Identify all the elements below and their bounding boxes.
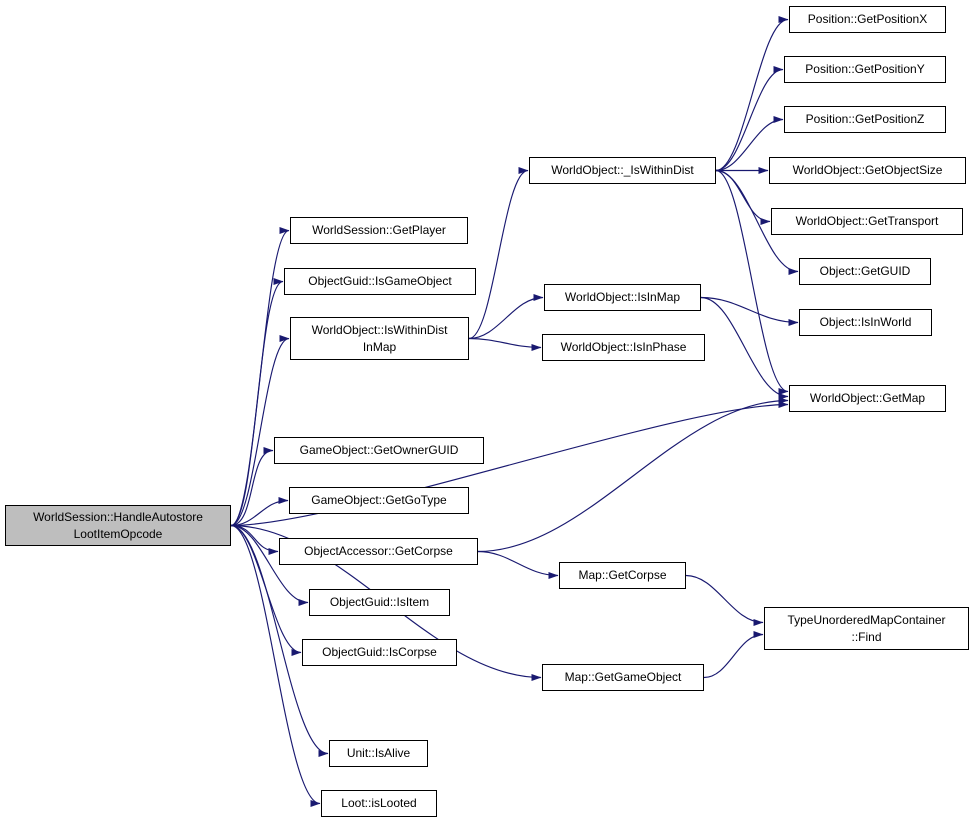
node-gameobject-getownerguid[interactable]: GameObject::GetOwnerGUID [274,437,484,464]
node-label: Object::IsInWorld [819,315,912,330]
node-label: TypeUnorderedMapContainer [787,612,946,627]
node-label: ObjectGuid::IsCorpse [322,645,437,660]
edge-worldobject-isinmap-to-worldobject-getmap [700,296,789,400]
node-object-getguid[interactable]: Object::GetGUID [799,258,931,285]
edge-root-to-gameobject-getgotype [230,497,289,527]
node-worldsession-getplayer[interactable]: WorldSession::GetPlayer [290,217,468,244]
node-label: WorldObject::GetObjectSize [792,163,943,178]
edge-objectaccessor-getcorpse-to-worldobject-getmap [477,397,789,553]
edge-root-to-unit-isalive [230,524,329,757]
node-label: Loot::isLooted [341,796,417,811]
edge-worldobject-iswithindistinmap-to-worldobject-isinphase [468,337,542,351]
edge-map-getgameobject-to-typeunorderedmapcontainer-find [703,631,764,679]
node-map-getcorpse[interactable]: Map::GetCorpse [559,562,686,589]
edge-map-getcorpse-to-typeunorderedmapcontainer-find [685,574,764,626]
node-worldobject-iswithindist[interactable]: WorldObject::_IsWithinDist [529,157,716,184]
edge-root-to-worldobject-getmap [230,401,789,527]
node-label: WorldObject::GetTransport [795,214,939,229]
node-map-getgameobject[interactable]: Map::GetGameObject [542,664,704,691]
node-unit-isalive[interactable]: Unit::IsAlive [329,740,428,767]
node-label: LootItemOpcode [73,526,163,541]
node-loot-islooted[interactable]: Loot::isLooted [321,790,437,817]
node-worldobject-getobjectsize[interactable]: WorldObject::GetObjectSize [769,157,966,184]
node-label: GameObject::GetGoType [311,493,447,508]
node-label: GameObject::GetOwnerGUID [299,443,459,458]
node-label: ObjectGuid::IsItem [329,595,430,610]
node-label: Object::GetGUID [819,264,911,279]
node-label: Position::GetPositionZ [805,112,925,127]
edge-worldobject-iswithindist-to-worldobject-gettransport [715,169,771,225]
edge-root-to-objectguid-isgameobject [230,278,284,527]
node-position-getpositionz[interactable]: Position::GetPositionZ [784,106,946,133]
node-objectguid-iscorpse[interactable]: ObjectGuid::IsCorpse [302,639,457,666]
node-label: ObjectAccessor::GetCorpse [304,544,453,559]
edge-worldobject-iswithindist-to-position-getpositiony [715,66,784,172]
edge-worldobject-iswithindist-to-object-getguid [715,169,799,275]
node-label: ::Find [851,629,882,644]
edge-root-to-gameobject-getownerguid [230,447,274,527]
node-worldobject-isinphase[interactable]: WorldObject::IsInPhase [542,334,705,361]
node-position-getpositiony[interactable]: Position::GetPositionY [784,56,946,83]
edge-group [230,16,799,807]
node-label: WorldObject::IsWithinDist [311,322,448,337]
node-label: InMap [362,339,397,354]
edge-worldobject-iswithindist-to-position-getpositionz [715,116,784,172]
node-worldobject-getmap[interactable]: WorldObject::GetMap [789,385,946,412]
edge-worldobject-isinmap-to-object-isinworld [700,296,799,326]
node-typeunorderedmapcontainer-find[interactable]: TypeUnorderedMapContainer::Find [764,607,969,650]
edge-worldobject-iswithindistinmap-to-worldobject-iswithindist [468,167,529,340]
node-label: Position::GetPositionX [807,12,928,27]
node-label: Unit::IsAlive [346,746,411,761]
edge-objectaccessor-getcorpse-to-map-getcorpse [477,550,559,579]
edge-worldobject-iswithindistinmap-to-worldobject-isinmap [468,294,544,340]
node-worldobject-isinmap[interactable]: WorldObject::IsInMap [544,284,701,311]
node-label: WorldObject::IsInPhase [560,340,687,355]
edge-worldobject-iswithindist-to-worldobject-getmap [715,169,789,395]
node-label: ObjectGuid::IsGameObject [308,274,452,289]
edge-root-to-loot-islooted [230,524,321,807]
node-label: WorldObject::_IsWithinDist [551,163,694,178]
edge-worldobject-iswithindist-to-position-getpositionx [715,16,789,172]
node-object-isinworld[interactable]: Object::IsInWorld [799,309,932,336]
node-objectguid-isitem[interactable]: ObjectGuid::IsItem [309,589,450,616]
node-label: Position::GetPositionY [805,62,925,77]
node-gameobject-getgotype[interactable]: GameObject::GetGoType [289,487,469,514]
node-objectguid-isgameobject[interactable]: ObjectGuid::IsGameObject [284,268,476,295]
node-objectaccessor-getcorpse[interactable]: ObjectAccessor::GetCorpse [279,538,478,565]
node-worldobject-gettransport[interactable]: WorldObject::GetTransport [771,208,963,235]
node-position-getpositionx[interactable]: Position::GetPositionX [789,6,946,33]
edge-root-to-objectguid-isitem [230,524,309,606]
node-label: Map::GetGameObject [564,670,682,685]
node-label: WorldObject::GetMap [809,391,926,406]
node-label: WorldSession::HandleAutostore [33,509,203,524]
node-label: WorldSession::GetPlayer [312,223,446,238]
node-label: WorldObject::IsInMap [564,290,681,305]
node-label: Map::GetCorpse [578,568,667,583]
edge-root-to-worldobject-iswithindistinmap [230,335,290,527]
